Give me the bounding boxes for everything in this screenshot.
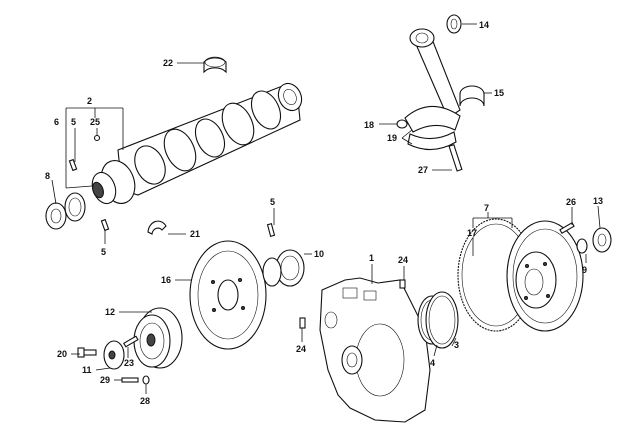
flywheel-housing — [319, 277, 431, 423]
o-ring-3 — [425, 291, 459, 349]
rod-bolt — [448, 144, 463, 172]
retaining-ring-9 — [576, 238, 588, 254]
callout-29: 29 — [100, 375, 110, 385]
callout-11: 11 — [82, 365, 92, 375]
callout-5-right: 5 — [270, 197, 275, 207]
rod-bearing-shells — [459, 85, 485, 107]
callout-7: 7 — [484, 203, 489, 213]
pulley-bolt — [123, 335, 139, 348]
pulley-hub-flange — [103, 340, 125, 370]
thrust-washer — [147, 220, 167, 235]
flywheel-bolt — [559, 222, 575, 234]
callout-27: 27 — [418, 165, 428, 175]
pulley-hub — [262, 249, 305, 287]
housing-bolt-upper — [399, 279, 406, 289]
timing-gear — [64, 192, 86, 222]
callout-10: 10 — [314, 249, 324, 259]
housing-bolt-lower — [299, 317, 306, 329]
dowel-pin-25 — [93, 134, 101, 142]
leader-lines — [51, 23, 601, 394]
callout-25: 25 — [90, 117, 100, 127]
callout-24-lower: 24 — [296, 344, 306, 354]
callout-23: 23 — [124, 358, 134, 368]
small-end-bushing — [446, 14, 462, 34]
woodruff-key-upper — [68, 158, 78, 172]
callout-22: 22 — [163, 58, 173, 68]
crankshaft — [91, 82, 303, 205]
callout-4: 4 — [430, 358, 435, 368]
callout-16: 16 — [161, 275, 171, 285]
callout-9: 9 — [582, 265, 587, 275]
connecting-rod — [404, 28, 461, 151]
woodruff-key-lower — [100, 218, 110, 232]
callout-24-upper: 24 — [398, 255, 408, 265]
bolt-29 — [121, 377, 139, 383]
callout-18: 18 — [364, 120, 374, 130]
callout-17: 17 — [467, 228, 477, 238]
callout-21: 21 — [190, 229, 200, 239]
belt-pulley — [133, 307, 183, 369]
callout-2: 2 — [87, 96, 92, 106]
callout-19: 19 — [387, 133, 397, 143]
callout-labels: 2 6 5 25 8 5 22 21 14 15 18 19 27 5 10 1… — [45, 20, 603, 406]
callout-5-upper: 5 — [71, 117, 76, 127]
callout-26: 26 — [566, 197, 576, 207]
callout-3: 3 — [454, 340, 459, 350]
callout-14: 14 — [479, 20, 489, 30]
callout-5-lower: 5 — [101, 247, 106, 257]
callout-28: 28 — [140, 396, 150, 406]
callout-13: 13 — [593, 196, 603, 206]
main-bearing-shell — [203, 56, 227, 74]
rod-nut — [396, 119, 408, 129]
callout-1: 1 — [369, 253, 374, 263]
washer-28 — [142, 375, 150, 385]
callout-6: 6 — [54, 117, 59, 127]
callout-12: 12 — [105, 307, 115, 317]
front-oil-seal — [45, 202, 67, 230]
center-bolt — [77, 347, 97, 358]
callout-20: 20 — [57, 349, 67, 359]
flywheel — [506, 220, 584, 332]
hub-key — [266, 223, 276, 237]
callout-8: 8 — [45, 171, 50, 181]
vibration-damper — [189, 240, 267, 350]
callout-15: 15 — [494, 88, 504, 98]
pilot-bearing — [592, 227, 612, 253]
